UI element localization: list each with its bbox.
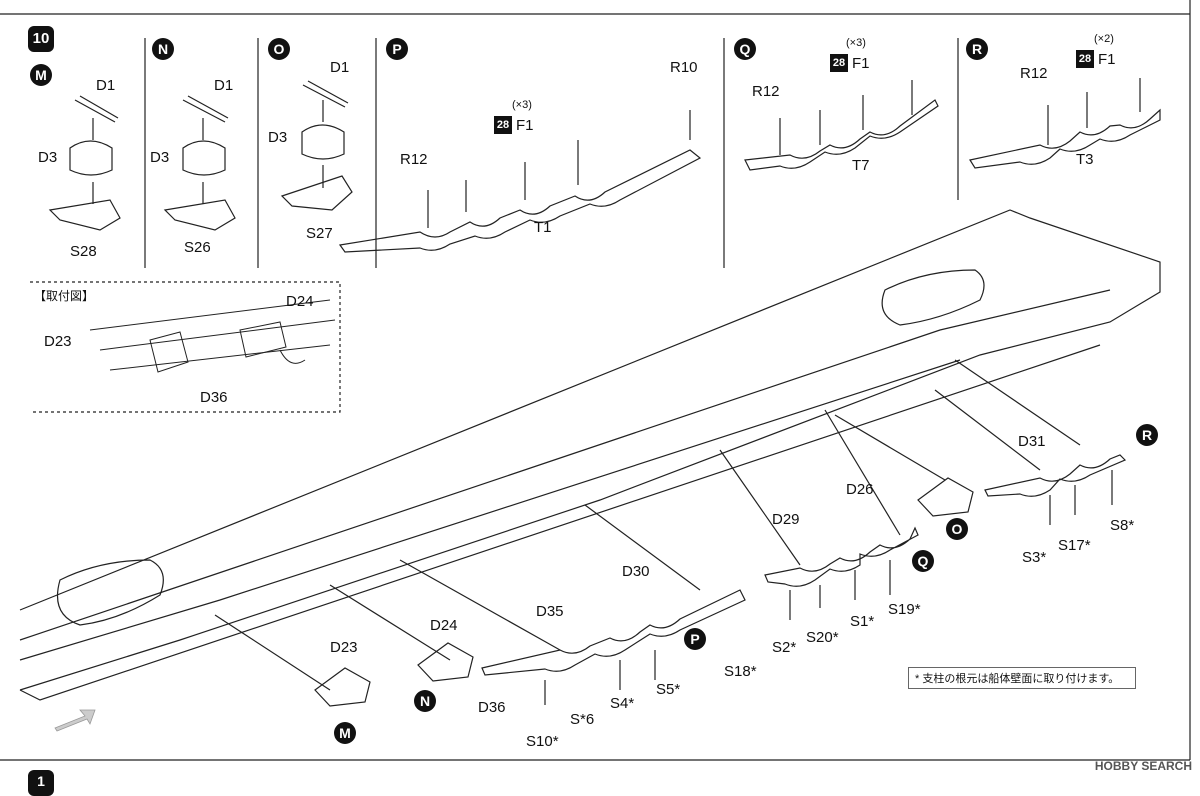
main-p-s6: S*6 [570,711,595,728]
main-p-s10: S10* [526,733,559,750]
panel-n-part-top: D1 [214,77,234,94]
main-m-letter: M [334,722,356,744]
inset-drawing [89,299,336,373]
watermark: HOBBY SEARCH [1094,759,1192,773]
panel-m-part-top: D1 [96,77,116,94]
panel-q-multiplier: (×3) [846,37,866,49]
main-p-s4: S4* [610,695,635,712]
main-o-letter: O [946,518,968,540]
panel-p-ref-number: 28 [494,116,512,134]
main-p-d30: D30 [622,563,650,580]
inset-d36: D36 [200,389,228,406]
main-q-s1: S1* [850,613,875,630]
panel-n-part-mid: D3 [150,149,170,166]
t-strips [338,78,1161,253]
main-q-d26: D26 [846,481,874,498]
panel-p-f1: F1 [516,117,534,134]
main-r-s17: S17* [1058,537,1091,554]
panel-m-part-mid: D3 [38,149,58,166]
inset-title: 【取付図】 [34,289,95,303]
main-p-s5: S5* [656,681,681,698]
line-art [0,0,1191,761]
leader-lines [214,359,1081,691]
panel-q-t7: T7 [852,157,870,174]
panel-r-t3: T3 [1076,151,1094,168]
main-strips [314,454,1127,707]
panel-o-part-top: D1 [330,59,350,76]
panel-q-r12: R12 [752,83,780,100]
panel-n-letter: N [152,38,174,60]
next-step-number: 1 [28,770,54,796]
main-q-s19: S19* [888,601,921,618]
inset-d23: D23 [44,333,72,350]
panel-p-r10: R10 [670,59,698,76]
panel-r-multiplier: (×2) [1094,33,1114,45]
inset-d24: D24 [286,293,314,310]
panel-o-part-base: S27 [306,225,333,242]
main-r-d31: D31 [1018,433,1046,450]
panel-p-r12: R12 [400,151,428,168]
main-q-letter: Q [912,550,934,572]
panel-o-letter: O [268,38,290,60]
panel-p-multiplier: (×3) [512,99,532,111]
panel-p-t1: T1 [534,219,552,236]
panel-r-f1: F1 [1098,51,1116,68]
panel-q-ref-number: 28 [830,54,848,72]
panel-r-r12: R12 [1020,65,1048,82]
panel-n-part-base: S26 [184,239,211,256]
panel-m-part-base: S28 [70,243,97,260]
main-r-letter: R [1136,424,1158,446]
main-m-d23: D23 [330,639,358,656]
direction-arrow-icon [54,709,96,732]
main-q-d29: D29 [772,511,800,528]
main-r-s8: S8* [1110,517,1135,534]
step-number: 10 [28,26,54,52]
main-r-s3: S3* [1022,549,1047,566]
main-q-s2: S2* [772,639,797,656]
panel-q-f1: F1 [852,55,870,72]
panel-q-letter: Q [734,38,756,60]
main-p-d35: D35 [536,603,564,620]
main-p-s18: S18* [724,663,757,680]
hull [19,209,1161,701]
panel-o-part-mid: D3 [268,129,288,146]
panel-r-letter: R [966,38,988,60]
main-p-d36: D36 [478,699,506,716]
panel-r-ref-number: 28 [1076,50,1094,68]
main-n-letter: N [414,690,436,712]
main-p-letter: P [684,628,706,650]
footnote: * 支柱の根元は船体壁面に取り付けます。 [908,667,1136,689]
panel-parts [48,80,353,231]
panel-p-letter: P [386,38,408,60]
main-q-s20: S20* [806,629,839,646]
main-n-d24: D24 [430,617,458,634]
panel-m-letter: M [30,64,52,86]
